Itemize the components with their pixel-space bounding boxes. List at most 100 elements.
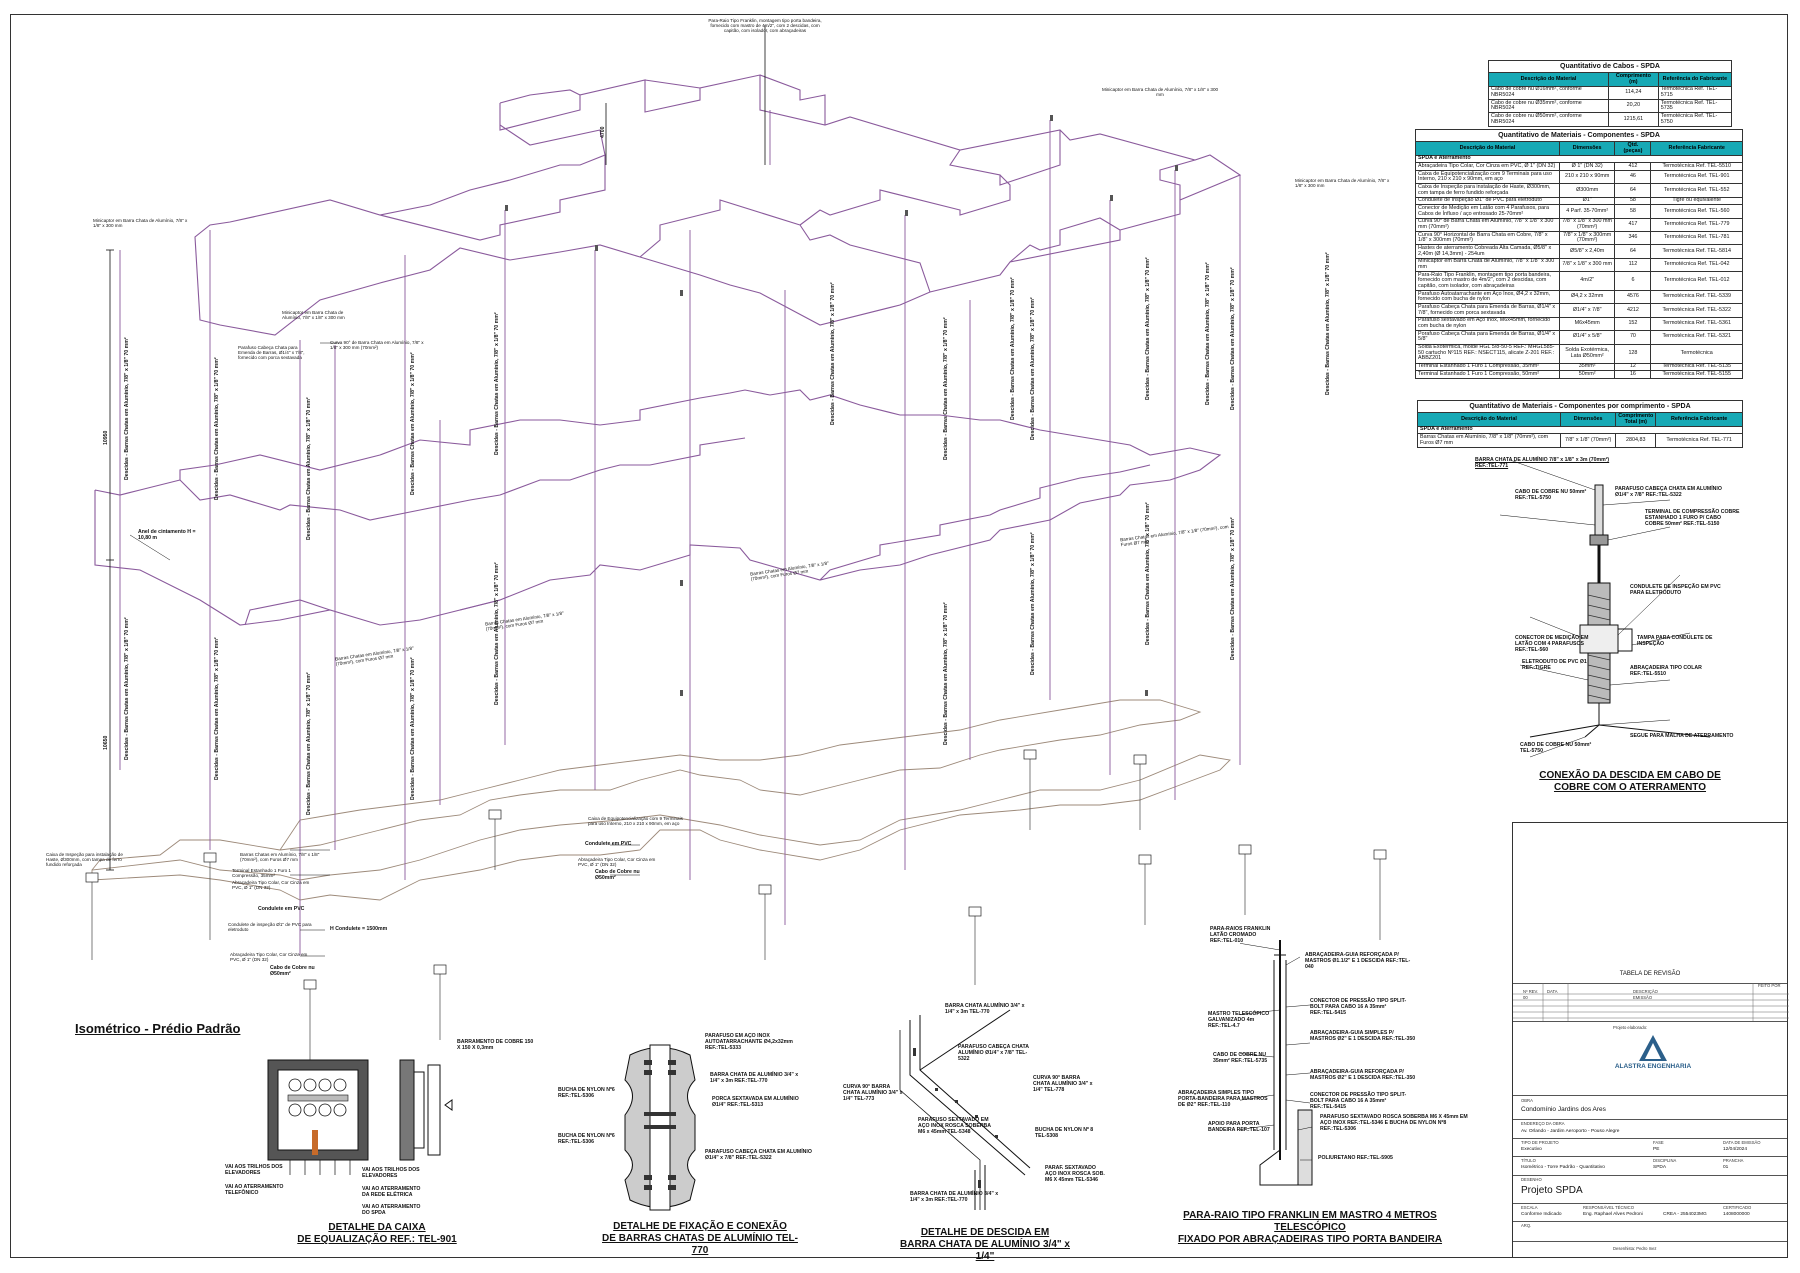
cell: 128	[1614, 343, 1652, 364]
folha-value: Isométrico - Torre Padrão - Quantitativo	[1521, 1165, 1605, 1170]
cell: Curva 90° de Barra Chata em Alumínio, 7/…	[1415, 217, 1560, 233]
cell: Termotécnica Ref. TEL-5361	[1650, 316, 1743, 332]
fase-label: FASE	[1653, 1140, 1664, 1145]
connection-detail-drawing	[1499, 459, 1711, 758]
table-row: Cabo de cobre nu Ø50mm², conforme NBR502…	[1488, 112, 1733, 127]
company-logo	[1639, 1035, 1667, 1061]
cell: 16	[1614, 370, 1652, 379]
rev-col-by: FEITO POR	[1758, 983, 1781, 988]
desc-label-8: BARRA CHATA DE ALUMÍNIO 3/4" x 1/4" x 3m…	[910, 1191, 999, 1203]
desc-label-7: PARAF. SEXTAVADO AÇO INOX ROSCA SOB. M6 …	[1045, 1165, 1105, 1183]
disc-value: SPDA	[1653, 1165, 1667, 1170]
cables-col-ref: Referência do Fabricante	[1657, 72, 1733, 87]
cell: Caixa de Equipotencialização com 9 Termi…	[1415, 170, 1560, 185]
length-table-title: Quantitativo de Materiais - Componentes …	[1417, 399, 1743, 414]
descida-label-15: Descidas - Barras Chatas em Alumínio, 7/…	[1145, 257, 1151, 400]
length-col-dim: Dimensões	[1559, 412, 1617, 427]
tb-divider	[1513, 983, 1787, 984]
cell: Termotécnica Ref. TEL-771	[1655, 433, 1743, 448]
barras-low-label: Barras Chatas em Alumínio, 7/8" x 1/8" (…	[240, 852, 320, 863]
title-block: TABELA DE REVISÃO Nº REV. DATA DESCRIÇÃO…	[1512, 822, 1789, 1258]
cell: 210 x 210 x 90mm	[1558, 170, 1616, 185]
descida-label-14: Descidas - Barras Chatas em Alumínio, 7/…	[1030, 532, 1036, 675]
desc-caption: DETALHE DE DESCIDA EM BARRA CHATA DE ALU…	[890, 1227, 1080, 1263]
cell: Terminal Estanhado 1 Furo 1 Compressão, …	[1415, 370, 1560, 379]
main-title: Isométrico - Prédio Padrão	[75, 1021, 241, 1036]
tb-divider	[1513, 1203, 1787, 1204]
length-table: Quantitativo de Materiais - Componentes …	[1417, 399, 1743, 448]
parafuso-note: Parafuso Cabeça Chata para Emenda de Bar…	[238, 345, 305, 361]
descidas	[119, 110, 1241, 955]
cell: 4576	[1614, 290, 1652, 305]
arq-label: ARQ.	[1521, 1223, 1532, 1228]
frank-caption-line2: FIXADO POR ABRAÇADEIRAS TIPO PORTA BANDE…	[1177, 1234, 1443, 1245]
cell: Termotécnica Ref. TEL-779	[1650, 217, 1743, 233]
condulete-label-2: Condulete em PVC	[585, 841, 632, 847]
ground-ring	[91, 699, 1231, 901]
abracadeira-label-3: Abraçadeira Tipo Colar, Cor Cinza em PVC…	[578, 857, 656, 868]
cell: 64	[1614, 244, 1652, 259]
minicaptor-note-3: Minicaptor em Barra Chata de Alumínio, 7…	[93, 218, 188, 229]
frank-label-1: PARA-RAIOS FRANKLIN LATÃO CROMADO REF.:T…	[1210, 926, 1271, 944]
fix-caption-line1: DETALHE DE FIXAÇÃO E CONEXÃO	[613, 1221, 787, 1232]
frank-caption: PARA-RAIO TIPO FRANKLIN EM MASTRO 4 METR…	[1165, 1210, 1455, 1246]
conn-label-3: CABO DE COBRE NU 50mm² REF.:TEL-5750	[1515, 489, 1587, 501]
cell: 20,20	[1607, 99, 1659, 114]
cell: 114,24	[1607, 85, 1659, 101]
cell: 35mm²	[1558, 362, 1616, 372]
fixation-detail-drawing	[624, 1044, 696, 1211]
table-row: Minicaptor em Barra Chata de Alumínio, 7…	[1415, 257, 1743, 273]
cell: 7/8" x 1/8" x 300 mm	[1558, 257, 1616, 273]
components-col-dim: Dimensões	[1558, 141, 1616, 156]
rods	[91, 755, 1381, 1060]
minicaptor-note-4: Minicaptor em Barra Chata de Alumínio, 7…	[282, 310, 345, 321]
cell: 58	[1614, 196, 1652, 206]
cell: Ø5/8" x 2,40m	[1558, 244, 1616, 259]
cabo-cobre-label-2: Cabo de Cobre nu Ø50mm²	[595, 869, 640, 881]
cell: Ø300mm	[1558, 183, 1616, 198]
fix-label-3: BUCHA DE NYLON Nº6 REF.:TEL-5306	[558, 1087, 615, 1099]
components-col-ref: Referência Fabricante	[1650, 141, 1743, 156]
conn-label-6: CONECTOR DE MEDIÇÃO EM LATÃO COM 4 PARAF…	[1515, 635, 1589, 653]
revision-grid	[1513, 983, 1789, 1021]
table-row: Para-Raio Tipo Franklin, montagem tipo p…	[1415, 271, 1743, 292]
frank-label-8: ABRAÇADEIRA SIMPLES TIPO PORTA-BANDEIRA …	[1178, 1090, 1268, 1108]
cell: Ø1"	[1558, 196, 1616, 206]
conn-label-7: TAMPA PARA CONDULETE DE INSPEÇÃO	[1637, 635, 1713, 647]
cell: Abraçadeira Tipo Colar, Cor Cinza em PVC…	[1415, 162, 1560, 172]
cell: 50mm²	[1558, 370, 1616, 379]
descida-label-22: Descidas - Barras Chatas em Alumínio, 7/…	[830, 282, 836, 425]
box-label-1: BARRAMENTO DE COBRE 150 X 150 X 0,3mm	[457, 1039, 534, 1051]
cell: Solda Exotérmica, Lata Ø50mm²	[1558, 343, 1616, 364]
cabo-cobre-label: Cabo de Cobre nu Ø50mm²	[270, 965, 315, 977]
frank-label-10: APOIO PARA PORTA BANDEIRA REF.:TEL-107	[1208, 1121, 1270, 1133]
box-caption: DETALHE DA CAIXA DE EQUALIZAÇÃO REF.: TE…	[292, 1222, 462, 1246]
frank-caption-line1: PARA-RAIO TIPO FRANKLIN EM MASTRO 4 METR…	[1183, 1210, 1437, 1233]
cell: Termotécnica Ref. TEL-042	[1650, 257, 1743, 273]
cell: Cabo de cobre nu Ø50mm², conforme NBR502…	[1488, 112, 1609, 127]
frank-label-12: POLIURETANO REF.:TEL-5905	[1318, 1155, 1393, 1161]
table-row: Parafuso Autoatarrachante em Aço Inox, Ø…	[1415, 290, 1743, 305]
components-body: Abraçadeira Tipo Colar, Cor Cinza em PVC…	[1415, 162, 1743, 379]
condulete-label: Condulete em PVC	[258, 906, 305, 912]
fix-label-2: BARRA CHATA DE ALUMÍNIO 3/4" x 1/4" x 3m…	[710, 1072, 799, 1084]
frank-label-11: PARAFUSO SEXTAVADO ROSCA SOBERBA M6 X 45…	[1320, 1114, 1468, 1132]
cell: Ø1/4" x 5/8"	[1558, 330, 1616, 345]
cell: 6	[1614, 271, 1652, 292]
cell: Termotécnica	[1650, 343, 1743, 364]
cell: 46	[1614, 170, 1652, 185]
frank-label-4: CONECTOR DE PRESSÃO TIPO SPLIT-BOLT PARA…	[1310, 998, 1407, 1016]
cell: 4m/2"	[1558, 271, 1616, 292]
frank-label-2: ABRAÇADEIRA-GUIA REFORÇADA P/ MASTROS Ø1…	[1305, 952, 1411, 970]
descida-detail-drawing	[899, 1009, 1031, 1210]
cables-table-title: Quantitativo de Cabos - SPDA	[1488, 59, 1732, 74]
prancha-value: 01	[1723, 1165, 1729, 1170]
frank-label-3: MASTRO TELESCÓPICO GALVANIZADO 4m REF.:T…	[1208, 1011, 1270, 1029]
conn-caption-line1: CONEXÃO DA DESCIDA EM CABO DE	[1539, 770, 1721, 781]
minicaptor-note-2: Minicaptor em Barra Chata de Alumínio, 7…	[1295, 178, 1390, 189]
table-row: Cabo de cobre nu Ø16mm², conforme NBR502…	[1488, 85, 1733, 101]
conn-label-10: SEGUE PARA MALHA DE ATERRAMENTO	[1630, 733, 1734, 739]
cell: Termotécnica Ref. TEL-5322	[1650, 303, 1743, 318]
table-row: Parafuso Cabeça Chata para Emenda de Bar…	[1415, 303, 1743, 318]
